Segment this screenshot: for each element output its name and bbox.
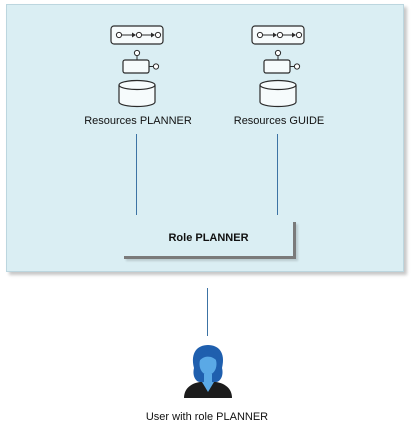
resource-label: Resources GUIDE: [233, 115, 325, 127]
resource-label: Resources PLANNER: [84, 115, 192, 127]
role-box: Role PLANNER: [124, 222, 296, 259]
user-avatar-icon: [184, 345, 232, 398]
user-label: User with role PLANNER: [145, 411, 269, 423]
resource-guide: Resources GUIDE: [209, 22, 349, 134]
role-label: Role PLANNER: [168, 232, 249, 244]
process-flow-icon: [110, 25, 164, 108]
connector-line-guide: [277, 134, 278, 215]
connector-line-user: [207, 288, 208, 336]
connector-line-planner: [136, 134, 137, 215]
process-flow-icon: [251, 25, 305, 108]
resource-planner: Resources PLANNER: [68, 22, 208, 134]
